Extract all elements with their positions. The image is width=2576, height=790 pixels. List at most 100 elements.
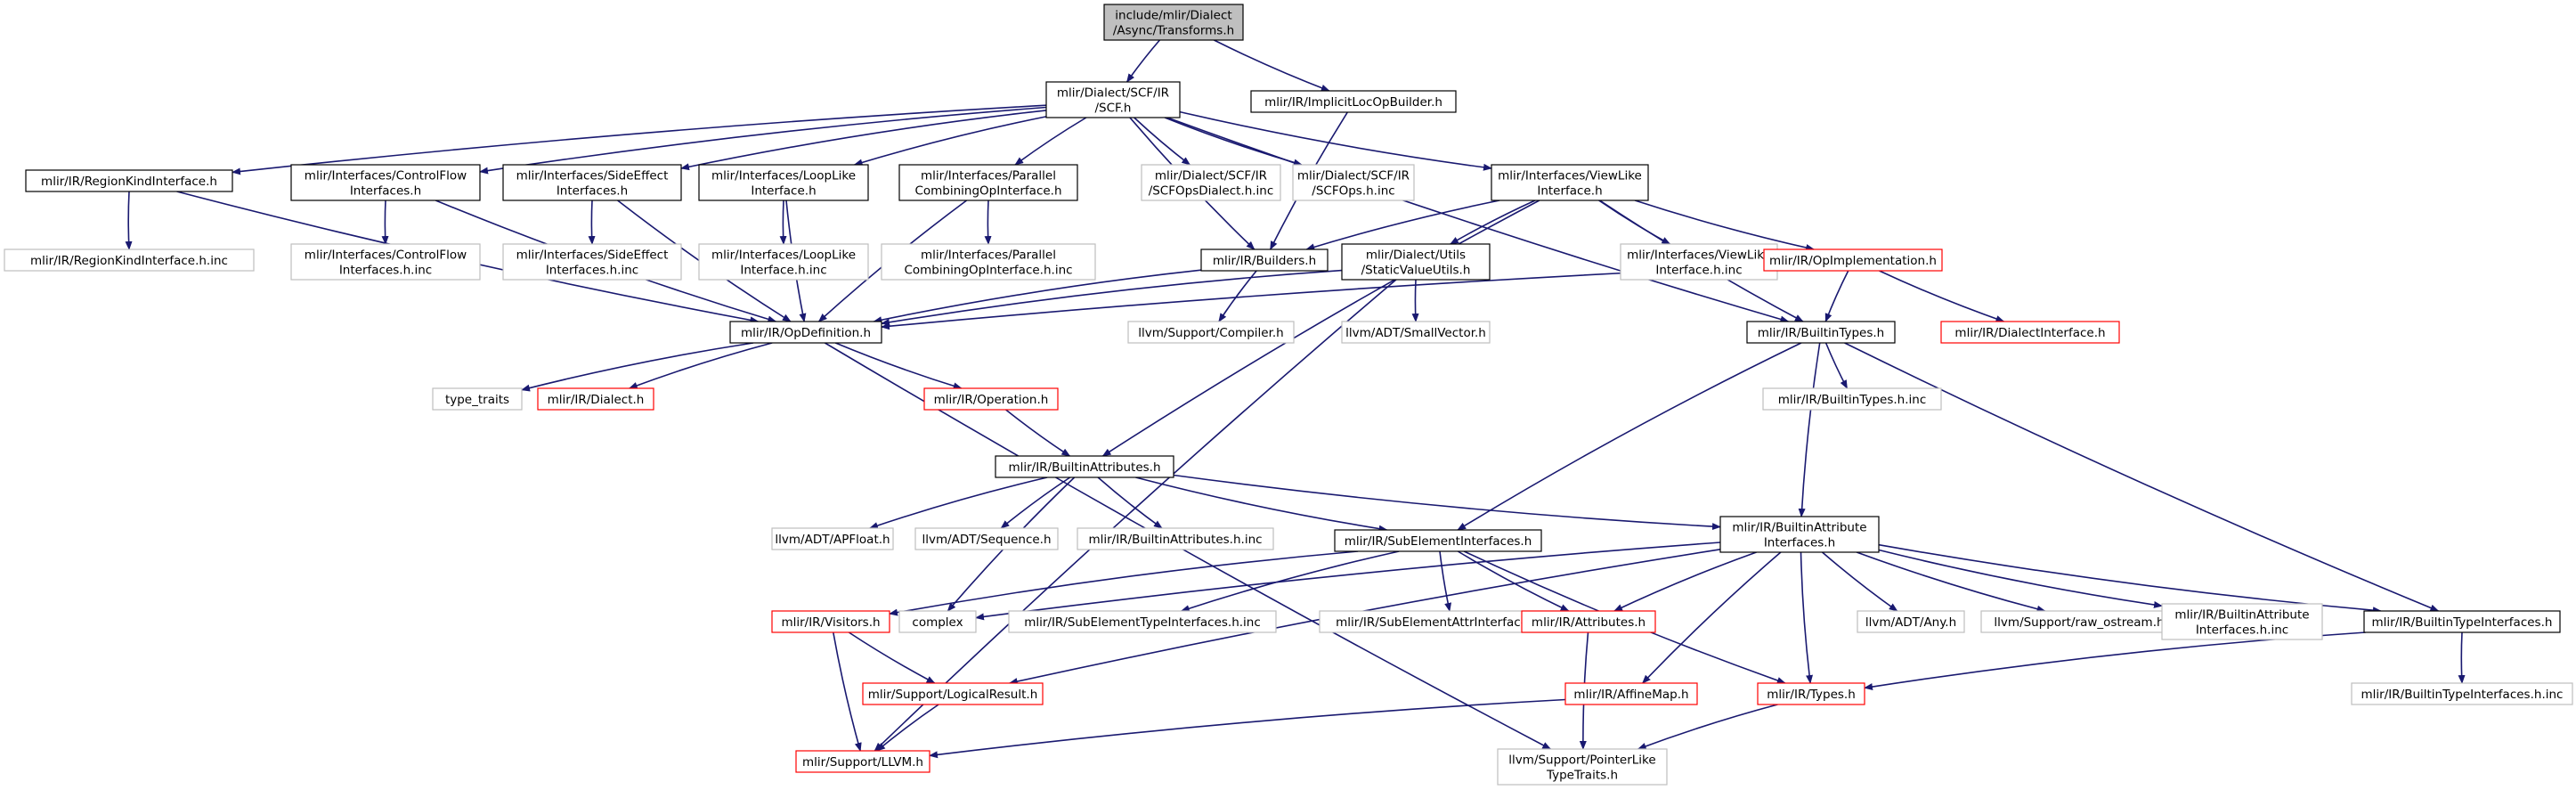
node-label: CombiningOpInterface.h [914,184,1061,199]
node-label: include/mlir/Dialect [1115,9,1231,23]
node-parallelinc: mlir/Interfaces/ParallelCombiningOpInter… [881,243,1096,281]
node-subelement[interactable]: mlir/IR/SubElementInterfaces.h [1334,529,1542,552]
node-label: Interfaces.h [1764,536,1835,550]
edge-line [125,191,133,250]
node-builtintypes[interactable]: mlir/IR/BuiltinTypes.h [1746,321,1896,344]
node-llvm[interactable]: mlir/Support/LLVM.h [795,750,930,773]
node-controlflowinc: mlir/Interfaces/ControlFlowInterfaces.h.… [290,243,481,281]
edge-line [881,269,1343,326]
node-box [698,243,869,281]
node-box [432,387,523,411]
edge-scf-to-parallel [1014,117,1087,166]
node-box [4,248,255,272]
node-label: llvm/ADT/SmallVector.h [1345,326,1486,340]
node-root[interactable]: include/mlir/Dialect/Async/Transforms.h [1103,4,1244,41]
node-regionkindinc: mlir/IR/RegionKindInterface.h.inc [4,248,255,272]
node-label: llvm/ADT/APFloat.h [775,533,890,547]
node-builders[interactable]: mlir/IR/Builders.h [1200,248,1329,272]
node-box [729,321,882,344]
node-regionkind[interactable]: mlir/IR/RegionKindInterface.h [25,169,233,192]
node-visitors[interactable]: mlir/IR/Visitors.h [771,610,890,633]
edge-root-to-scf [1125,39,1161,83]
node-logicalresult[interactable]: mlir/Support/LogicalResult.h [862,682,1044,705]
edge-line [1134,117,1191,166]
edge-line [1097,476,1163,529]
node-builtinattrs[interactable]: mlir/IR/BuiltinAttributes.h [995,455,1174,478]
edge-line [1457,342,1802,531]
edge-affinemap-to-llvm [929,698,1566,759]
edge-builders-to-opdef [873,269,1202,324]
edge-staticvalue-to-smallvector [1411,279,1419,322]
edge-line [1214,39,1330,92]
edge-builtinattrs-to-apfloat [868,476,1048,529]
edge-scf-to-viewlike [1179,110,1492,171]
node-label: mlir/IR/BuiltinTypes.h [1758,326,1884,340]
edge-line [984,200,992,245]
node-box [1521,610,1656,633]
node-label: Interface.h [1537,184,1602,199]
edge-line [1125,39,1161,83]
node-operation[interactable]: mlir/IR/Operation.h [923,387,1059,411]
node-opdef[interactable]: mlir/IR/OpDefinition.h [729,321,882,344]
node-parallel[interactable]: mlir/Interfaces/ParallelCombiningOpInter… [898,164,1078,201]
node-types[interactable]: mlir/IR/Types.h [1757,682,1865,705]
edge-staticvalue-to-llvm [874,279,1397,752]
node-scf[interactable]: mlir/Dialect/SCF/IR/SCF.h [1045,81,1181,118]
node-rawostream: llvm/Support/raw_ostream.h [1980,610,2178,633]
nodes-layer: include/mlir/Dialect/Async/Transforms.h m… [4,4,2573,786]
edge-line [1821,551,1898,612]
node-builtintypeiface[interactable]: mlir/IR/BuiltinTypeInterfaces.h [2363,610,2561,633]
node-box [898,164,1078,201]
node-dialect[interactable]: mlir/IR/Dialect.h [537,387,654,411]
node-box [1008,610,1277,633]
node-builtintypeifaceinc: mlir/IR/BuiltinTypeInterfaces.h.inc [2351,682,2573,705]
node-label: mlir/IR/BuiltinAttribute [1732,521,1866,535]
node-label: mlir/IR/DialectInterface.h [1954,326,2105,340]
node-affinemap[interactable]: mlir/IR/AffineMap.h [1564,682,1698,705]
node-box [1127,321,1295,344]
edge-line [1179,110,1492,171]
node-attributes[interactable]: mlir/IR/Attributes.h [1521,610,1656,633]
edge-scf-to-regionkind [232,104,1047,175]
node-box [1857,610,1965,633]
node-label: mlir/IR/AffineMap.h [1573,688,1688,702]
node-box [1045,81,1181,118]
edge-line [479,106,1047,175]
node-label: /SCFOpsDialect.h.inc [1149,184,1274,199]
node-box [1757,682,1865,705]
node-label: mlir/IR/Operation.h [934,393,1049,407]
node-label: mlir/IR/OpImplementation.h [1769,254,1937,268]
node-any: llvm/ADT/Any.h [1857,610,1965,633]
node-box [1141,164,1281,201]
edge-line [1014,117,1087,166]
edge-line [1879,270,2005,322]
node-label: mlir/Interfaces/Parallel [921,169,1056,183]
edge-parallel-to-parallelinc [984,200,992,245]
edge-subelement-to-attributes [1457,550,1570,612]
node-scfops: mlir/Dialect/SCF/IR/SCFOps.h.inc [1292,164,1415,201]
edge-builtinattriface-to-builtinattrifaceinc [1878,549,2163,608]
node-box [1497,748,1668,786]
node-opimpl[interactable]: mlir/IR/OpImplementation.h [1763,248,1943,272]
node-box [771,610,890,633]
node-label: complex [912,615,963,630]
node-implicit[interactable]: mlir/IR/ImplicitLocOpBuilder.h [1250,90,1457,113]
edge-scf-to-controlflow [479,106,1047,175]
edge-root-to-implicit [1214,39,1330,92]
edge-builtintypes-to-builtintypesinc [1824,342,1849,389]
node-dialectiface[interactable]: mlir/IR/DialectInterface.h [1940,321,2120,344]
node-label: mlir/Interfaces/ViewLike [1627,248,1771,263]
node-staticvalue[interactable]: mlir/Dialect/Utils/StaticValueUtils.h [1341,243,1491,281]
edge-line [1439,550,1452,612]
node-label: llvm/ADT/Sequence.h [922,533,1051,547]
edge-scf-to-looplike [853,116,1047,167]
node-box [1620,243,1778,281]
node-label: mlir/IR/Builders.h [1213,254,1316,268]
